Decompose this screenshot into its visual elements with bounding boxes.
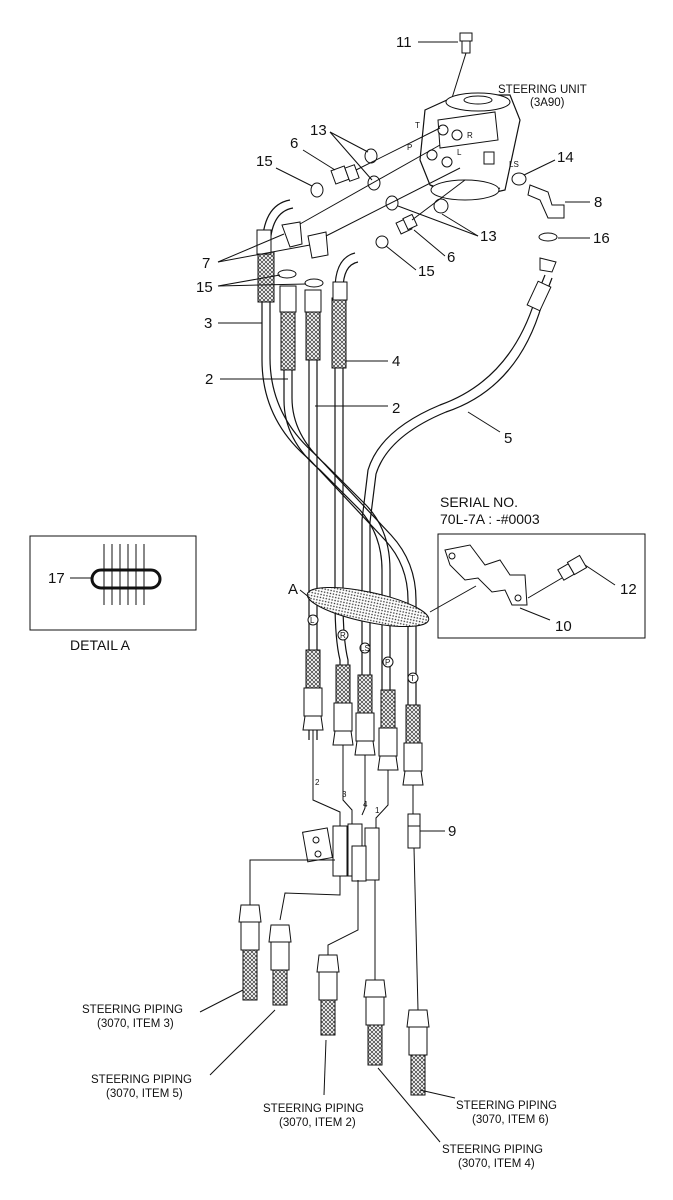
hose-number-4: 4 <box>363 800 368 809</box>
connection-lines <box>312 730 414 832</box>
hose-mark-ls: LS <box>360 644 370 653</box>
piping-label-item6-line2: (3070, ITEM 6) <box>472 1114 549 1126</box>
part-number-16: 16 <box>593 230 610 247</box>
piping-routes <box>249 847 419 1011</box>
part-number-2-left: 2 <box>205 371 213 388</box>
serial-line-1: SERIAL NO. <box>440 494 518 510</box>
hose-mark-p: P <box>385 658 390 667</box>
hose-bundle <box>256 199 557 740</box>
part-number-15-right: 15 <box>418 263 435 280</box>
piping-label-item2-line1: STEERING PIPING <box>263 1103 364 1115</box>
part-number-2-center: 2 <box>392 400 400 417</box>
part-number-17: 17 <box>48 570 65 587</box>
serial-line-2: 70L-7A : -#0003 <box>440 511 540 527</box>
detail-a-box <box>29 535 197 631</box>
piping-ends <box>199 904 456 1143</box>
piping-label-item3-line2: (3070, ITEM 3) <box>97 1018 174 1030</box>
part-number-6-right: 6 <box>447 249 455 266</box>
part-number-10: 10 <box>555 618 572 635</box>
piping-label-item2-line2: (3070, ITEM 2) <box>279 1117 356 1129</box>
piping-label-item5-line1: STEERING PIPING <box>91 1074 192 1086</box>
piping-label-item4-line2: (3070, ITEM 4) <box>458 1158 535 1170</box>
part-number-15-top: 15 <box>256 153 273 170</box>
piping-label-item5-line2: (3070, ITEM 5) <box>106 1088 183 1100</box>
port-label-p: P <box>407 143 412 152</box>
part-number-3: 3 <box>204 315 212 332</box>
hose-number-2: 2 <box>315 778 320 787</box>
part-number-6-top: 6 <box>290 135 298 152</box>
manifold-block <box>301 813 421 882</box>
part-number-9: 9 <box>448 823 456 840</box>
detail-a-label: DETAIL A <box>70 637 131 653</box>
steering-unit <box>419 32 521 201</box>
fittings-upper <box>277 127 565 288</box>
part-number-8: 8 <box>594 194 602 211</box>
hose-lower-ends <box>302 614 424 786</box>
part-number-4: 4 <box>392 353 400 370</box>
port-label-ls: LS <box>509 160 519 169</box>
part-number-12: 12 <box>620 581 637 598</box>
port-label-r: R <box>467 131 473 140</box>
part-number-11: 11 <box>396 34 412 51</box>
piping-label-item4-line1: STEERING PIPING <box>442 1144 543 1156</box>
serial-box <box>429 533 646 639</box>
port-label-t: T <box>415 121 420 130</box>
hose-number-1: 1 <box>375 806 380 815</box>
part-number-14: 14 <box>557 149 574 166</box>
port-label-l: L <box>457 148 462 157</box>
part-number-13-right: 13 <box>480 228 497 245</box>
piping-label-item3-line1: STEERING PIPING <box>82 1004 183 1016</box>
detail-a-callout: A <box>288 581 298 598</box>
hose-mark-t: T <box>410 674 415 683</box>
part-number-5: 5 <box>504 430 512 447</box>
hose-mark-l: L <box>310 616 315 625</box>
detail-a-marker <box>306 586 430 628</box>
steering-unit-title: STEERING UNIT <box>498 84 587 96</box>
part-number-7: 7 <box>202 255 210 272</box>
hose-mark-r: R <box>340 631 346 640</box>
part-number-15-mid: 15 <box>196 279 213 296</box>
piping-label-item6-line1: STEERING PIPING <box>456 1100 557 1112</box>
part-number-13-top: 13 <box>310 122 327 139</box>
steering-unit-code: (3A90) <box>530 97 565 109</box>
hose-number-3: 3 <box>342 790 347 799</box>
